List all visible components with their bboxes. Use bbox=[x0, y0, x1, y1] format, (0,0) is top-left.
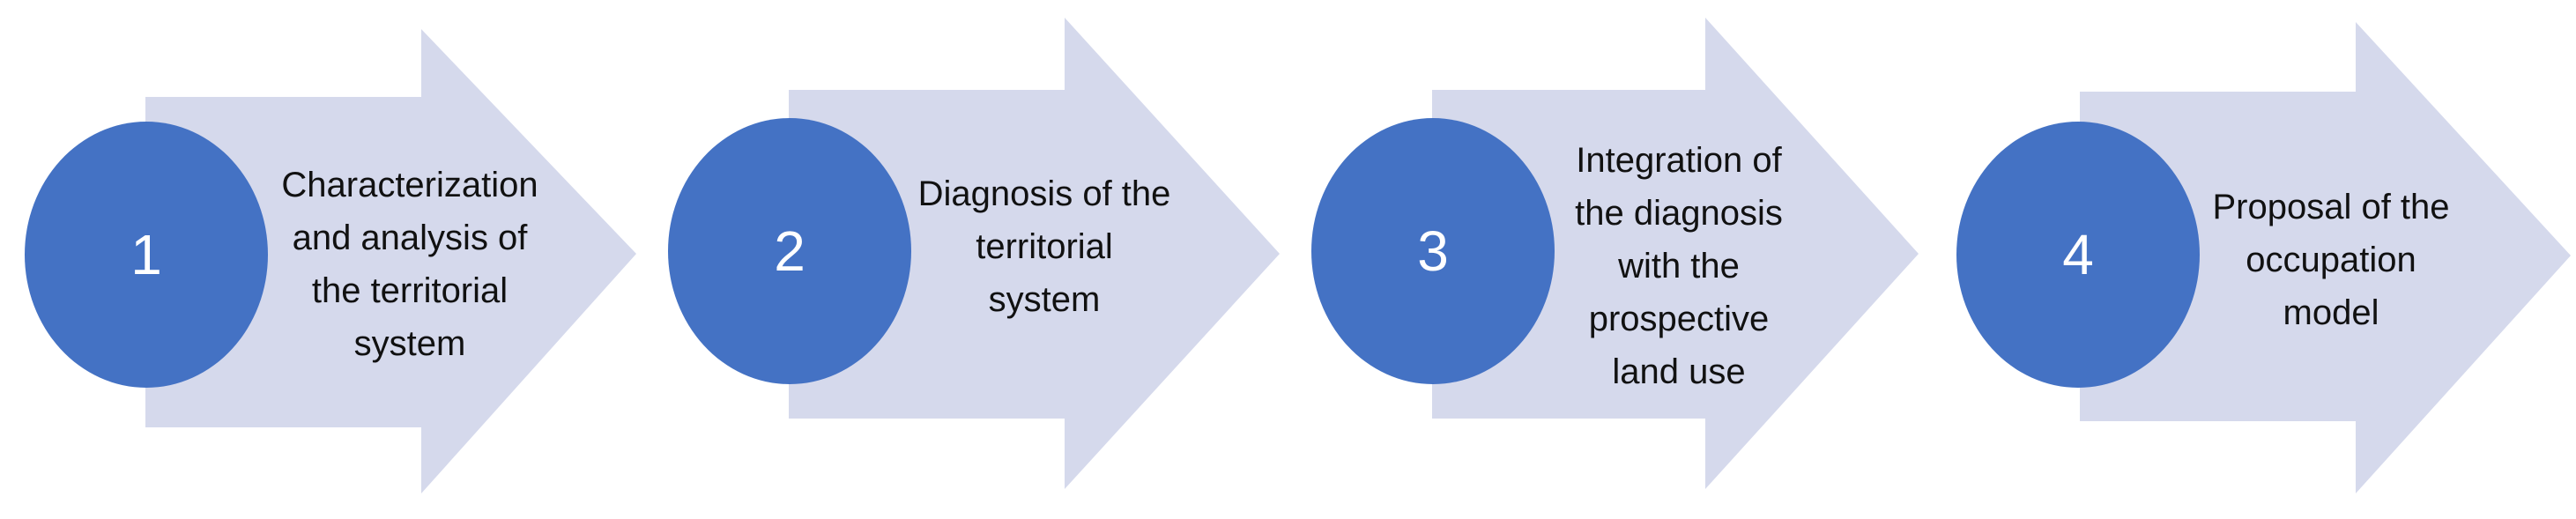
step-3-number: 3 bbox=[1417, 219, 1449, 283]
step-2-number-circle: 2 bbox=[668, 118, 911, 384]
step-4-arrow bbox=[2080, 22, 2571, 493]
step-3-arrow bbox=[1432, 18, 1919, 489]
step-2-number: 2 bbox=[774, 219, 805, 283]
step-4-number: 4 bbox=[2062, 223, 2094, 286]
step-1-label: Characterization and analysis of the ter… bbox=[281, 166, 538, 363]
step-2-label: Diagnosis of the territorial system bbox=[917, 174, 1171, 319]
step-1-number-circle: 1 bbox=[25, 122, 268, 388]
step-2-arrow bbox=[789, 18, 1280, 489]
step-1-arrow bbox=[145, 29, 636, 493]
step-1-number: 1 bbox=[130, 223, 162, 286]
step-4-label: Proposal of the occupation model bbox=[2212, 188, 2450, 332]
step-4-number-circle: 4 bbox=[1956, 122, 2200, 388]
step-3-number-circle: 3 bbox=[1311, 118, 1555, 384]
step-3-label: Integration of the diagnosis with the pr… bbox=[1575, 141, 1783, 391]
